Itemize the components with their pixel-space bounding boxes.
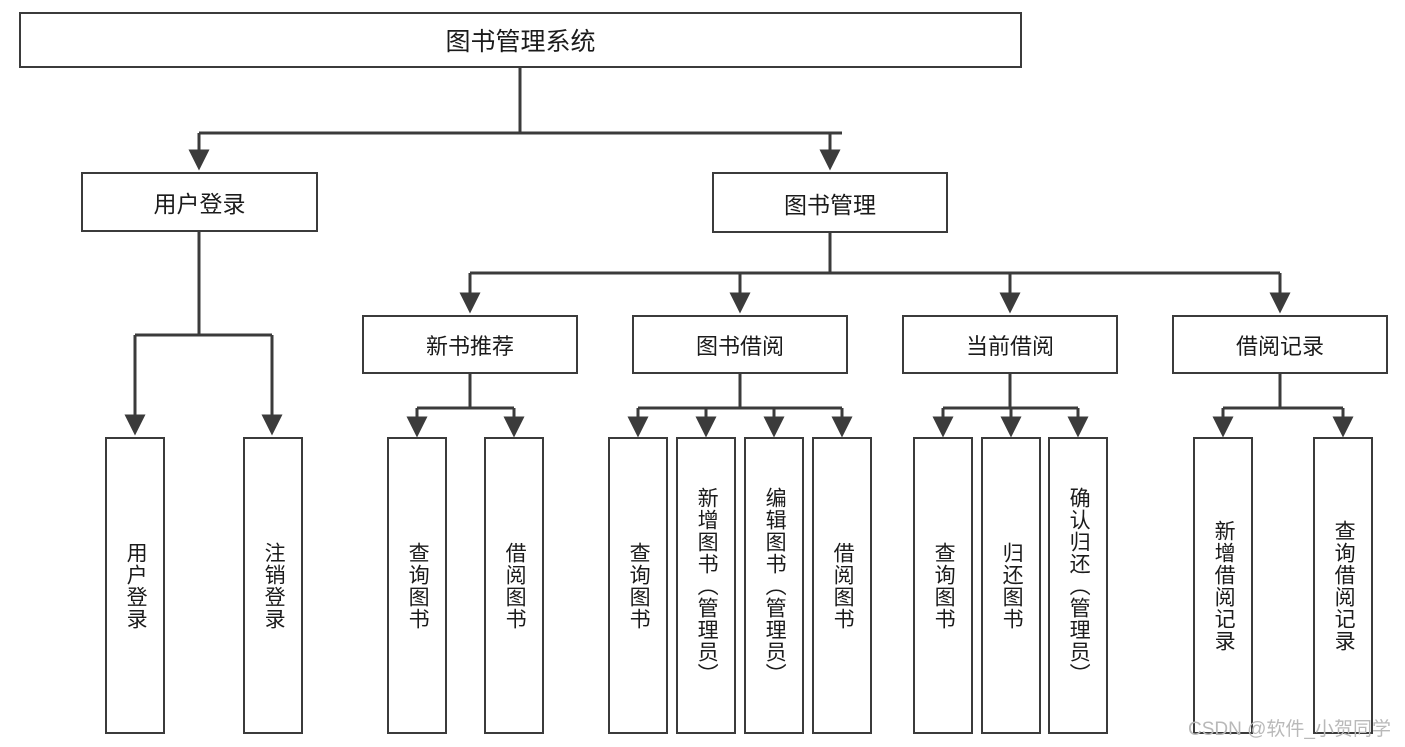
node-label: 图书借阅	[695, 333, 784, 359]
node-label: 借阅图书	[503, 541, 527, 630]
node-leaf-query-book-2[interactable]: 查询图书	[608, 437, 668, 734]
csdn-watermark: CSDN @软件_小贺同学	[1188, 719, 1391, 740]
node-label: 借阅记录	[1235, 333, 1324, 359]
node-book-management-system[interactable]: 图书管理系统	[19, 12, 1022, 68]
node-leaf-edit-book[interactable]: 编辑图书（管理员）	[744, 437, 804, 734]
node-label: 查询图书	[406, 541, 430, 630]
node-user-login[interactable]: 用户登录	[81, 172, 318, 232]
node-label: 新增借阅记录	[1212, 519, 1236, 652]
node-book-management[interactable]: 图书管理	[712, 172, 948, 233]
node-label: 查询图书	[932, 541, 956, 630]
node-new-book-recommend[interactable]: 新书推荐	[362, 315, 578, 374]
node-leaf-query-book-3[interactable]: 查询图书	[913, 437, 973, 734]
node-label: 新书推荐	[425, 333, 514, 359]
node-leaf-add-book[interactable]: 新增图书（管理员）	[676, 437, 736, 734]
node-leaf-query-book-1[interactable]: 查询图书	[387, 437, 447, 734]
node-label: 当前借阅	[965, 333, 1054, 359]
node-leaf-add-record[interactable]: 新增借阅记录	[1193, 437, 1253, 734]
node-leaf-user-login[interactable]: 用户登录	[105, 437, 165, 734]
node-label: 图书管理	[784, 191, 876, 218]
node-label: 新增图书（管理员）	[695, 486, 719, 685]
node-label: 图书管理系统	[445, 28, 596, 56]
node-leaf-confirm-return[interactable]: 确认归还（管理员）	[1048, 437, 1108, 734]
node-label: 查询图书	[627, 541, 651, 630]
node-borrow-record[interactable]: 借阅记录	[1172, 315, 1388, 374]
node-label: 用户登录	[124, 541, 148, 630]
node-label: 用户登录	[153, 191, 246, 217]
node-leaf-return-book[interactable]: 归还图书	[981, 437, 1041, 734]
node-leaf-borrow-book-2[interactable]: 借阅图书	[812, 437, 872, 734]
node-leaf-borrow-book-1[interactable]: 借阅图书	[484, 437, 544, 734]
node-book-borrow[interactable]: 图书借阅	[632, 315, 848, 374]
node-leaf-logout-login[interactable]: 注销登录	[243, 437, 303, 734]
node-current-borrow[interactable]: 当前借阅	[902, 315, 1118, 374]
node-label: 归还图书	[1000, 541, 1024, 630]
node-label: 查询借阅记录	[1332, 519, 1356, 652]
node-leaf-query-record[interactable]: 查询借阅记录	[1313, 437, 1373, 734]
node-label: 确认归还（管理员）	[1067, 486, 1091, 685]
node-label: 借阅图书	[831, 541, 855, 630]
node-label: 注销登录	[262, 541, 286, 630]
node-label: 编辑图书（管理员）	[763, 486, 787, 685]
